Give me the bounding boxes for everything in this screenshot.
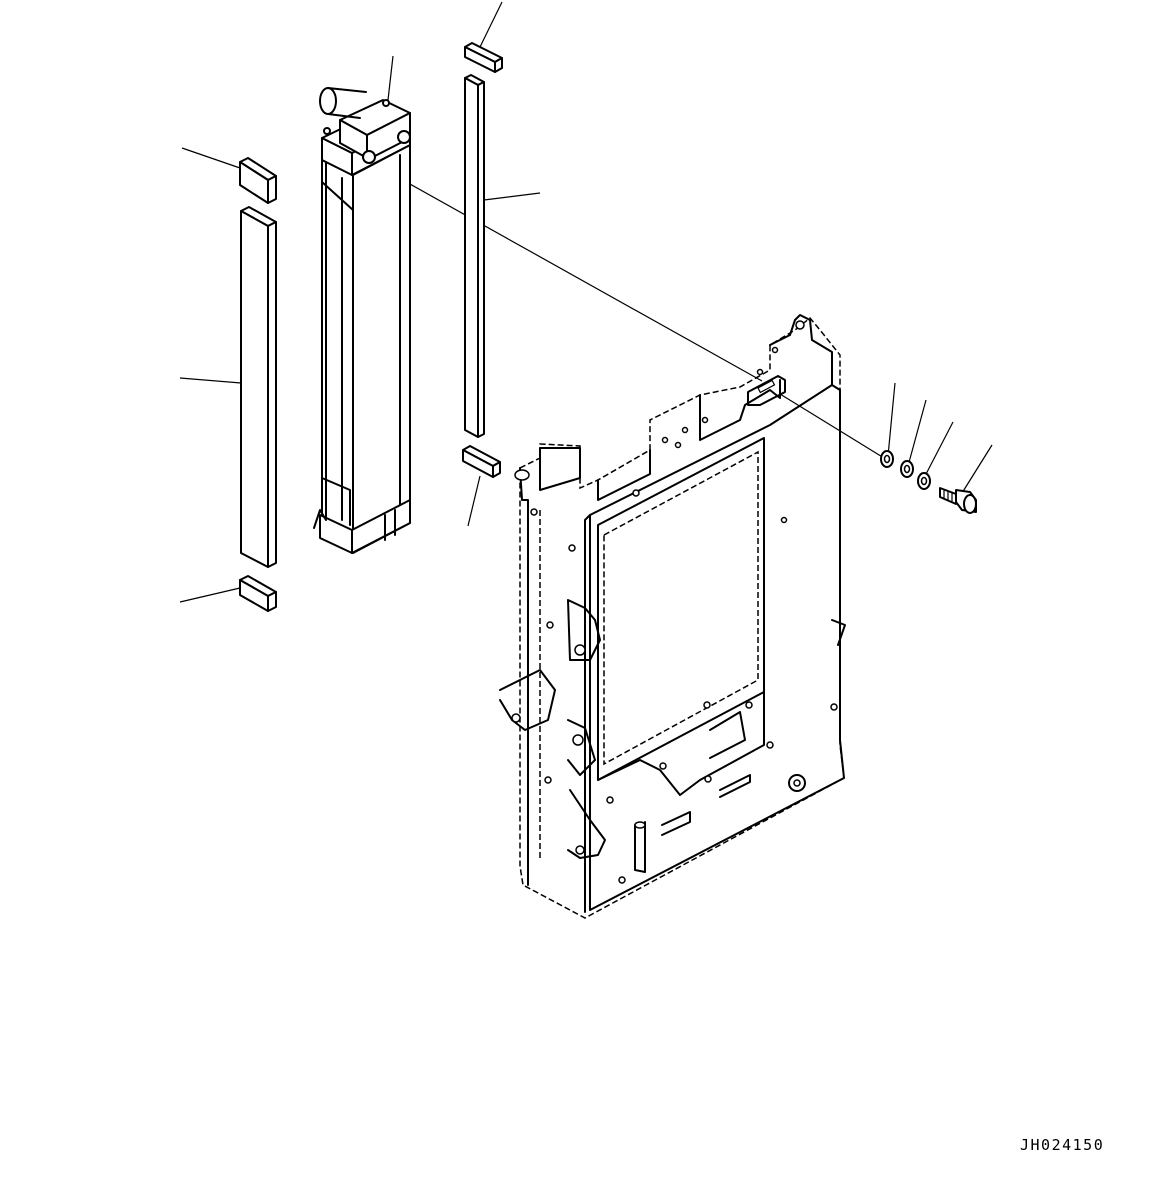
leader-line-nut (887, 382, 896, 457)
nut (880, 450, 894, 468)
frame-front-face (589, 384, 845, 911)
leader-line-washer (924, 421, 954, 477)
top-pad-left (239, 157, 277, 204)
top-pad-right (464, 42, 503, 73)
seal-strip-right (464, 74, 485, 438)
radiator-frame (499, 314, 846, 919)
leader-line-top-pad-left (181, 147, 241, 169)
assembly-line-cooler (366, 159, 763, 382)
washer (917, 472, 931, 490)
leader-line-strip-right (483, 192, 541, 201)
left-seal-set (239, 157, 277, 612)
leader-line-pump-assembly (387, 55, 394, 101)
frame-inner-window (597, 437, 765, 781)
leader-line-strip-left (179, 377, 242, 384)
bottom-pad-right (462, 445, 501, 478)
leader-line-spring-washer (907, 399, 927, 467)
leader-line-bottom-pad-right (467, 475, 481, 527)
spring-washer (900, 460, 914, 478)
bolt (939, 487, 977, 514)
fastener-set (880, 450, 977, 514)
right-seal-set (462, 42, 503, 478)
leader-line-bolt (961, 444, 993, 494)
leader-line-top-pad-right (479, 1, 503, 48)
leader-line-bottom-pad-left (179, 587, 241, 603)
drawing-id-label: JH024150 (1020, 1136, 1105, 1154)
assembly-line-bolt (779, 393, 885, 459)
cooler-assembly (313, 87, 411, 554)
leader-lines (179, 1, 993, 603)
bottom-pad-left (239, 575, 277, 612)
frame-mount-bracket (747, 375, 786, 406)
frame-rear-outline (519, 316, 845, 919)
pump-shaft (319, 87, 337, 115)
seal-strip-left (240, 206, 277, 568)
